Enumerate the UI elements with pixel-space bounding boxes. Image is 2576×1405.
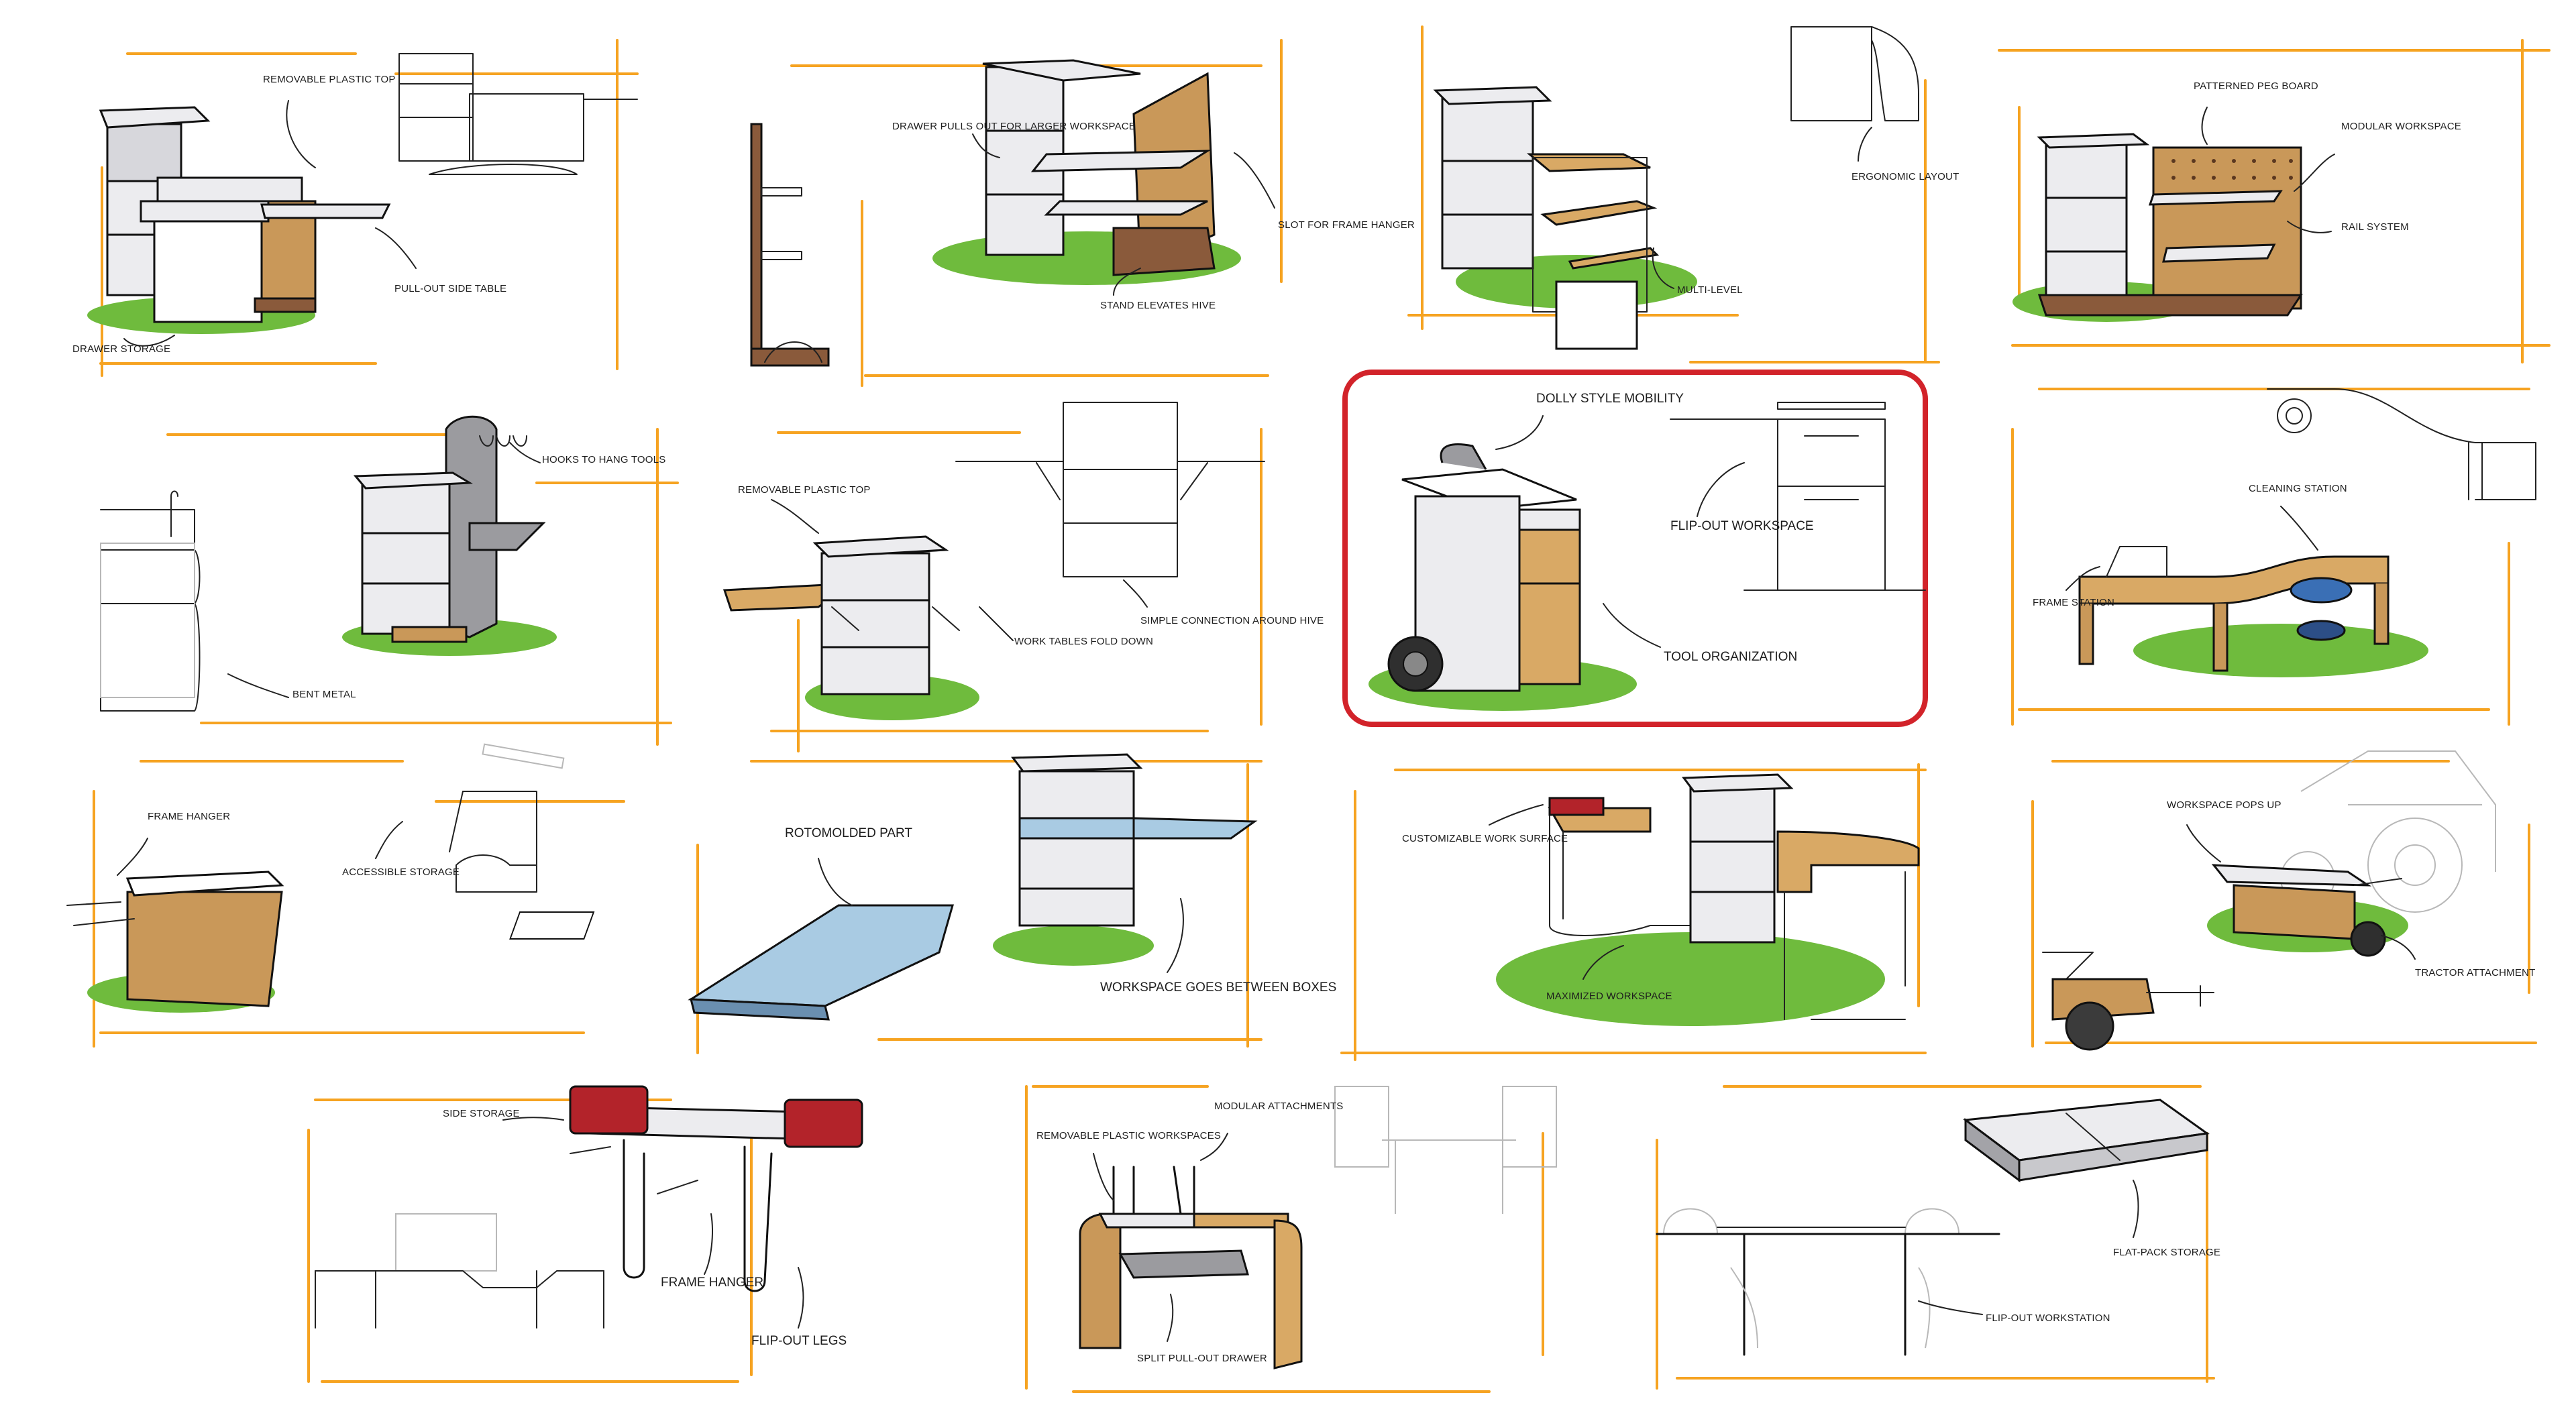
label-stand-elevates: STAND ELEVATES HIVE (1100, 300, 1216, 311)
label-pull-out-side-table: PULL-OUT SIDE TABLE (394, 283, 506, 294)
label-tool-organization: TOOL ORGANIZATION (1664, 650, 1797, 664)
label-dolly-style: DOLLY STYLE MOBILITY (1536, 392, 1684, 406)
label-rotomolded-part: ROTOMOLDED PART (785, 826, 912, 840)
label-removable-plastic-top-2: REMOVABLE PLASTIC TOP (738, 484, 871, 496)
concept-drawer-storage: REMOVABLE PLASTIC TOP PULL-OUT SIDE TABL… (72, 53, 638, 355)
label-rail-system: RAIL SYSTEM (2341, 221, 2409, 233)
concept-rotomolded-workspace: ROTOMOLDED PART WORKSPACE GOES BETWEEN B… (509, 753, 1336, 1021)
label-split-drawer: SPLIT PULL-OUT DRAWER (1137, 1353, 1267, 1364)
label-frame-hanger: FRAME HANGER (148, 811, 230, 822)
label-simple-connection: SIMPLE CONNECTION AROUND HIVE (1140, 615, 1324, 626)
concept-stand-elevates-hive: DRAWER PULLS OUT FOR LARGER WORKSPACE SL… (750, 59, 1415, 367)
concept-work-tables-fold-down: REMOVABLE PLASTIC TOP WORK TABLES FOLD D… (722, 402, 1324, 720)
label-workspace-pops-up: WORKSPACE POPS UP (2167, 799, 2282, 811)
label-hooks-hang-tools: HOOKS TO HANG TOOLS (542, 454, 665, 465)
label-cleaning-station: CLEANING STATION (2249, 483, 2347, 494)
label-frame-hanger-2: FRAME HANGER (661, 1276, 763, 1290)
label-accessible-storage: ACCESSIBLE STORAGE (342, 866, 460, 878)
label-modular-attachments: MODULAR ATTACHMENTS (1214, 1101, 1343, 1112)
label-maximized-workspace: MAXIMIZED WORKSPACE (1546, 991, 1672, 1002)
label-multi-level: MULTI-LEVEL (1677, 284, 1743, 296)
concept-split-drawer: REMOVABLE PLASTIC WORKSPACES MODULAR ATT… (1036, 1086, 1557, 1369)
orange-frame-lines (93, 25, 2551, 1393)
label-bent-metal: BENT METAL (292, 689, 356, 700)
concept-side-storage: SIDE STORAGE FRAME HANGER FLIP-OUT LEGS (315, 1085, 863, 1348)
concept-multi-level: MULTI-LEVEL ERGONOMIC LAYOUT (1433, 26, 1959, 350)
concept-flat-pack: FLAT-PACK STORAGE FLIP-OUT WORKSTATION (1656, 1099, 2220, 1356)
concept-tractor-attachment: WORKSPACE POPS UP TRACTOR ATTACHMENT (2042, 750, 2535, 1051)
label-tractor-attachment: TRACTOR ATTACHMENT (2415, 967, 2535, 978)
label-side-storage: SIDE STORAGE (443, 1108, 520, 1119)
label-flip-out-legs: FLIP-OUT LEGS (751, 1334, 847, 1348)
label-drawer-storage: DRAWER STORAGE (72, 343, 170, 355)
label-flat-pack-storage: FLAT-PACK STORAGE (2113, 1247, 2220, 1258)
concept-dolly-style-highlighted: DOLLY STYLE MOBILITY FLIP-OUT WORKSPACE … (1342, 370, 1928, 727)
label-modular-workspace: MODULAR WORKSPACE (2341, 121, 2461, 132)
label-ergonomic-layout: ERGONOMIC LAYOUT (1851, 171, 1959, 182)
concept-cleaning-station: CLEANING STATION FRAME STATION (2033, 388, 2536, 677)
label-patterned-peg-board: PATTERNED PEG BOARD (2194, 80, 2318, 92)
concept-frame-hanger: FRAME HANGER ACCESSIBLE STORAGE (66, 743, 565, 1013)
label-removable-plastic-workspaces: REMOVABLE PLASTIC WORKSPACES (1036, 1130, 1221, 1141)
label-work-tables-fold: WORK TABLES FOLD DOWN (1014, 636, 1153, 647)
concept-hooks-to-hang-tools: BENT METAL HOOKS TO HANG TOOLS (100, 415, 665, 712)
label-drawer-pulls: DRAWER PULLS OUT FOR LARGER WORKSPACE (892, 121, 1136, 132)
label-flip-out-workstation: FLIP-OUT WORKSTATION (1986, 1312, 2110, 1324)
concept-customizable-surface: CUSTOMIZABLE WORK SURFACE MAXIMIZED WORK… (1402, 773, 1920, 1026)
concept-peg-board: PATTERNED PEG BOARD MODULAR WORKSPACE RA… (2012, 80, 2461, 322)
highlight-frame (1342, 370, 1928, 727)
label-removable-plastic-top: REMOVABLE PLASTIC TOP (263, 74, 396, 85)
label-frame-station: FRAME STATION (2033, 597, 2114, 608)
label-workspace-between: WORKSPACE GOES BETWEEN BOXES (1100, 980, 1336, 995)
label-customizable-surface: CUSTOMIZABLE WORK SURFACE (1402, 833, 1568, 844)
label-flip-out-workspace: FLIP-OUT WORKSPACE (1670, 519, 1814, 533)
label-slot-frame-hanger: SLOT FOR FRAME HANGER (1278, 219, 1415, 231)
